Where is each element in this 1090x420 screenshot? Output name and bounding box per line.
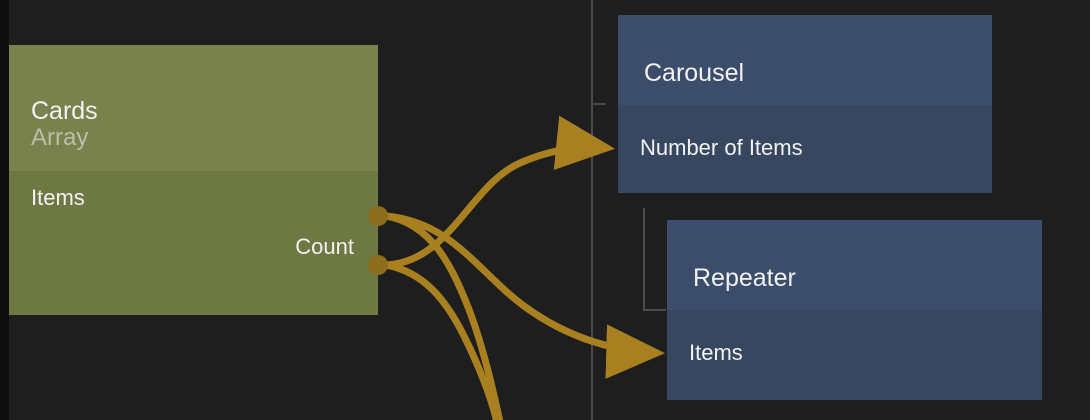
node-cards-header[interactable]: Cards Array — [9, 45, 378, 171]
node-carousel-title: Carousel — [644, 59, 745, 87]
node-carousel-header[interactable]: Carousel — [618, 15, 992, 105]
node-repeater[interactable]: Repeater Items — [667, 220, 1042, 400]
wire-items-to-offscreen-below[interactable] — [385, 212, 504, 420]
wire-count-to-carousel-number-of-items[interactable] — [385, 115, 615, 269]
node-cards-title: Cards — [31, 96, 98, 125]
node-repeater-header[interactable]: Repeater — [667, 220, 1042, 310]
guide-tick-mark — [591, 103, 606, 105]
port-row-repeater-items[interactable]: Items — [667, 336, 1042, 370]
node-cards-subtitle: Array — [31, 123, 89, 151]
port-label-items: Items — [31, 185, 85, 210]
repeater-bracket-horizontal — [643, 309, 666, 311]
node-repeater-title: Repeater — [693, 264, 796, 292]
port-row-number-of-items[interactable]: Number of Items — [618, 131, 992, 165]
wire-items-to-repeater-items[interactable] — [385, 212, 665, 379]
port-label-number-of-items: Number of Items — [640, 135, 803, 160]
vertical-guide-line — [591, 0, 593, 420]
node-carousel[interactable]: Carousel Number of Items — [618, 15, 992, 193]
port-row-items[interactable]: Items — [9, 181, 378, 215]
repeater-bracket-vertical — [643, 208, 645, 311]
left-gutter-strip — [0, 0, 9, 420]
node-cards-body: Items Count — [9, 171, 378, 315]
wire-count-to-offscreen-below[interactable] — [385, 261, 501, 420]
node-cards[interactable]: Cards Array Items Count — [9, 45, 378, 315]
port-label-repeater-items: Items — [689, 340, 743, 365]
port-row-count[interactable]: Count — [9, 230, 378, 264]
node-repeater-body: Items — [667, 310, 1042, 400]
node-carousel-body: Number of Items — [618, 105, 992, 193]
port-label-count: Count — [295, 234, 354, 259]
